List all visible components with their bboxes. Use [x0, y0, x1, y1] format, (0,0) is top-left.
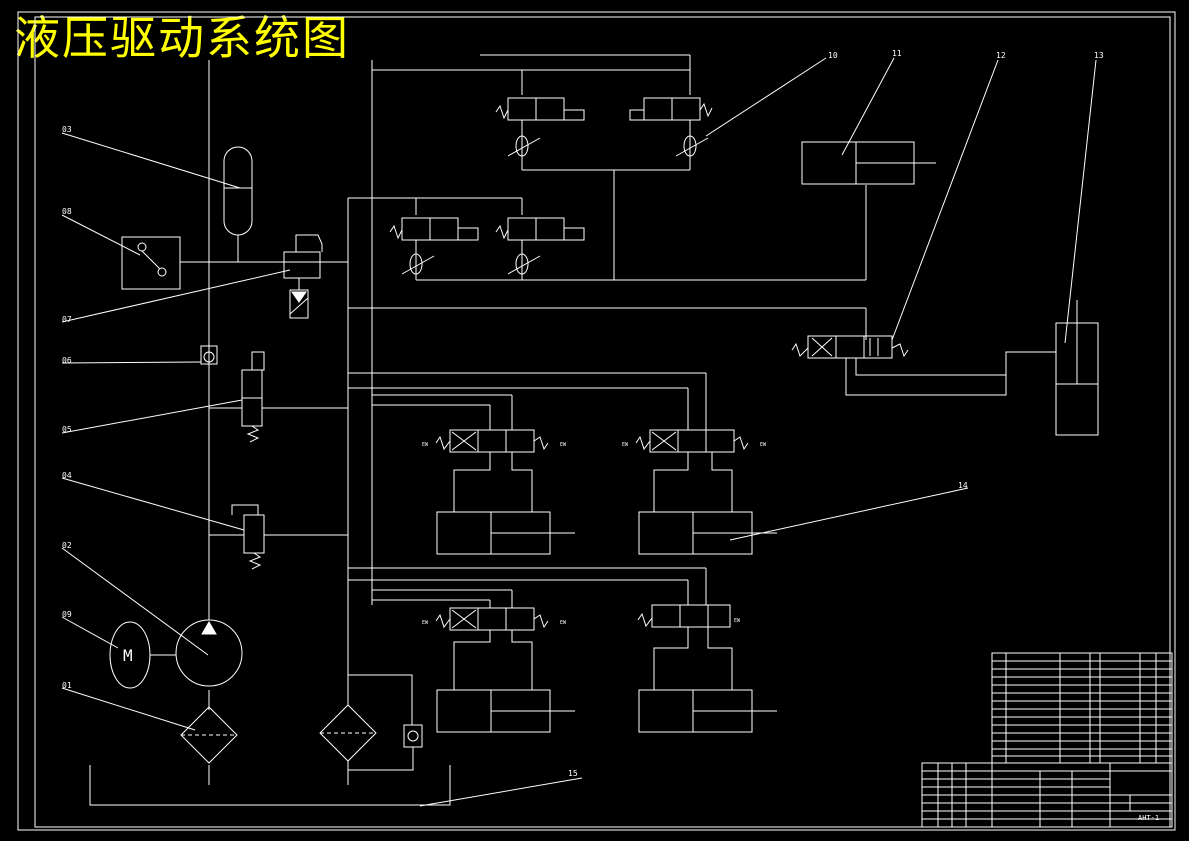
solenoid-mark-a1: EW — [422, 442, 429, 448]
sheet-code: AHT-1 — [1138, 814, 1159, 822]
drawing-title: 液压驱动系统图 — [14, 11, 350, 65]
callout-15: 15 — [568, 769, 578, 778]
leader-lines — [61, 57, 1097, 807]
callout-12: 12 — [996, 51, 1006, 60]
solenoid-mark-b1: EW — [622, 442, 629, 448]
reducing-valve — [283, 251, 321, 279]
callout-07: 07 — [62, 315, 72, 324]
manifold-lines — [89, 54, 867, 806]
motor-label: M — [123, 646, 133, 665]
solenoid-mark-a2: EW — [560, 442, 567, 448]
callout-02: 02 — [62, 541, 72, 550]
pressure-switch — [121, 236, 181, 290]
callout-13: 13 — [1094, 51, 1104, 60]
pump-circuit — [109, 60, 348, 785]
relief-valve — [243, 514, 265, 554]
inner-border — [34, 16, 1171, 828]
callout-01: 01 — [62, 681, 72, 690]
callout-11: 11 — [892, 49, 902, 58]
callout-08: 08 — [62, 207, 72, 216]
suction-filter — [180, 706, 238, 764]
callout-06: 06 — [62, 356, 72, 365]
solenoid-mark-d1: EW — [734, 618, 741, 624]
callout-10: 10 — [828, 51, 838, 60]
upper-valve-group — [389, 97, 936, 275]
pump-symbol — [175, 619, 243, 687]
callout-09: 09 — [62, 610, 72, 619]
solenoid-mark-b2: EW — [760, 442, 767, 448]
callout-labels: 01 02 03 04 05 06 07 08 09 10 11 12 13 1… — [62, 49, 1104, 778]
solenoid-mark-c1: EW — [422, 620, 429, 626]
return-check — [403, 724, 423, 748]
solenoid-mark-c2: EW — [560, 620, 567, 626]
accumulator — [223, 146, 253, 236]
callout-14: 14 — [958, 481, 968, 490]
symbol-marks: M EW EW EW EW EW EW EW — [123, 442, 767, 665]
check-valve — [200, 345, 218, 365]
oil-tank — [89, 765, 451, 806]
valve-12-group — [791, 300, 1099, 436]
title-block — [921, 652, 1173, 828]
callout-03: 03 — [62, 125, 72, 134]
outer-border — [17, 11, 1176, 831]
actuator-blocks — [435, 429, 777, 733]
callout-05: 05 — [62, 425, 72, 434]
callout-04: 04 — [62, 471, 72, 480]
